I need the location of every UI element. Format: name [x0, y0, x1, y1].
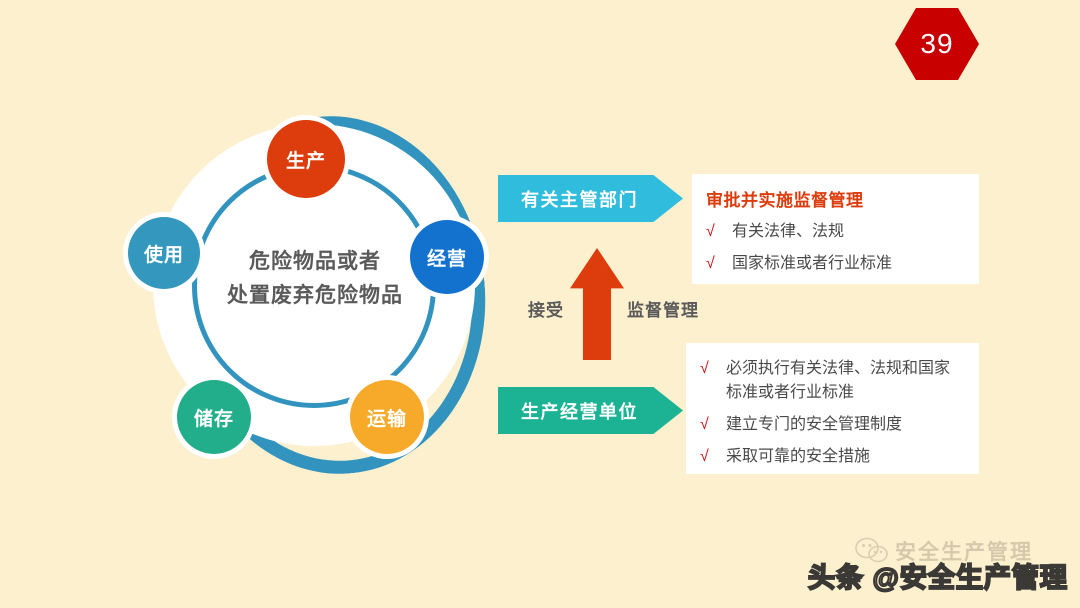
list-item-text: 国家标准或者行业标准	[732, 255, 893, 272]
center-label-line-1: 危险物品或者	[249, 250, 381, 273]
list-item-text: 采取可靠的安全措施	[726, 448, 871, 465]
diagram-center-label: 危险物品或者 处置废弃危险物品	[155, 245, 475, 313]
wechat-icon	[855, 537, 889, 565]
check-icon: √	[700, 360, 709, 377]
toutiao-watermark: 头条 @安全生产管理	[807, 562, 1068, 594]
card-departments-title: 审批并实施监督管理	[706, 191, 864, 210]
node-storage[interactable]: 储存	[177, 380, 251, 454]
node-transport-label: 运输	[366, 408, 407, 430]
node-use-label: 使用	[143, 244, 184, 266]
node-operation[interactable]: 经营	[410, 220, 484, 294]
check-icon: √	[706, 223, 715, 240]
list-item-text: 必须执行有关法律、法规和国家标准或者行业标准	[726, 360, 951, 401]
banner-business-unit-label: 生产经营单位	[521, 401, 638, 422]
check-icon: √	[700, 416, 709, 433]
circular-diagram: 危险物品或者 处置废弃危险物品 生产 使用 经营 储存 运输	[128, 103, 505, 487]
check-icon: √	[706, 255, 715, 272]
node-transport[interactable]: 运输	[350, 380, 424, 454]
arrow-label-supervise: 监督管理	[627, 301, 699, 320]
list-item: √ 有关法律、法规	[706, 220, 965, 244]
center-label-line-2: 处置废弃危险物品	[227, 284, 403, 307]
node-operation-label: 经营	[426, 248, 467, 270]
check-icon: √	[700, 448, 709, 465]
list-item: √ 采取可靠的安全措施	[700, 445, 965, 469]
arrow-label-accept: 接受	[528, 301, 564, 320]
node-production-label: 生产	[285, 150, 326, 172]
list-item: √ 国家标准或者行业标准	[706, 252, 965, 276]
banner-departments[interactable]: 有关主管部门	[498, 175, 683, 222]
card-departments: 审批并实施监督管理 √ 有关法律、法规 √ 国家标准或者行业标准	[692, 174, 979, 284]
page-number-badge: 39	[895, 8, 979, 80]
up-arrow-icon	[570, 248, 624, 360]
card-business-unit: √ 必须执行有关法律、法规和国家标准或者行业标准 √ 建立专门的安全管理制度 √…	[686, 343, 979, 474]
list-item: √ 必须执行有关法律、法规和国家标准或者行业标准	[700, 357, 965, 405]
wechat-watermark-text: 安全生产管理	[895, 541, 1033, 564]
list-item-text: 有关法律、法规	[732, 223, 845, 240]
wechat-watermark: 安全生产管理	[855, 536, 1033, 566]
banner-departments-label: 有关主管部门	[521, 189, 638, 210]
node-storage-label: 储存	[193, 408, 234, 430]
list-item: √ 建立专门的安全管理制度	[700, 413, 965, 437]
page-number-text: 39	[920, 28, 954, 59]
list-item-text: 建立专门的安全管理制度	[726, 416, 903, 433]
banner-business-unit[interactable]: 生产经营单位	[498, 387, 683, 434]
node-use[interactable]: 使用	[128, 217, 200, 289]
node-production[interactable]: 生产	[267, 120, 345, 198]
